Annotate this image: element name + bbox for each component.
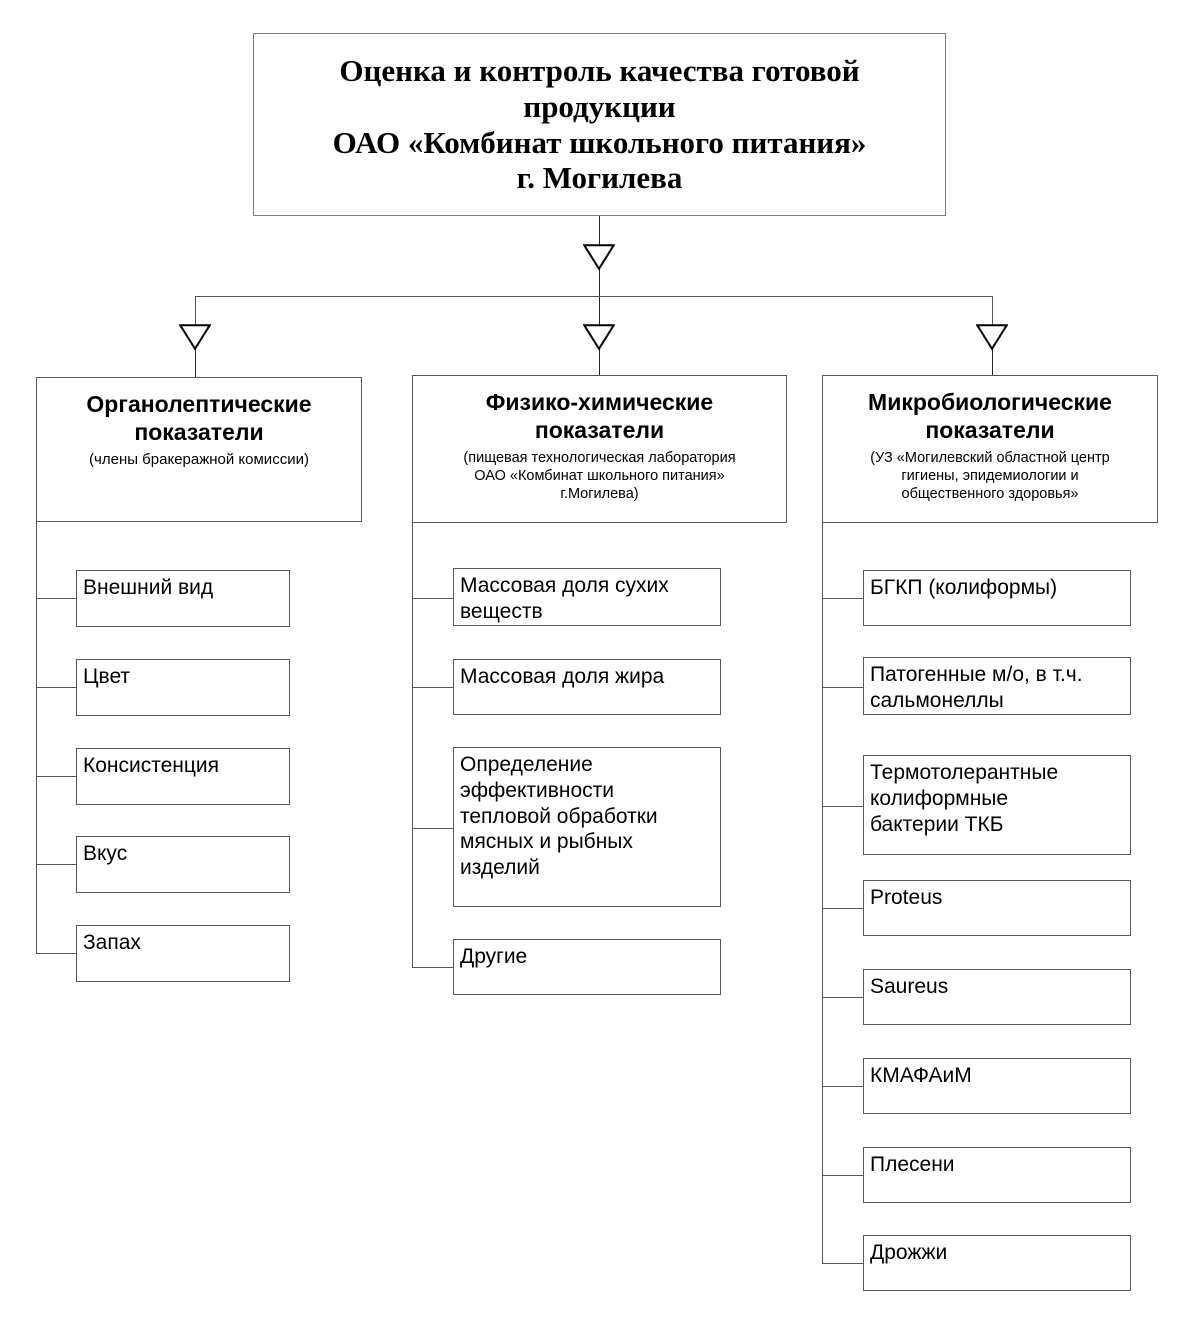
category-subtitle-organoleptic: (члены бракеражной комиссии)	[89, 451, 309, 469]
leaf-node-massovaya-dolya-suhih-veshchestv: Массовая доля сухих веществ	[453, 568, 721, 626]
leaf-label: Внешний вид	[83, 576, 214, 599]
leaf-connector-1-2	[36, 687, 77, 688]
arrowhead-branch-middle-icon	[582, 324, 616, 351]
leaf-node-cvet: Цвет	[76, 659, 290, 716]
leaf-node-konsistenciya: Консистенция	[76, 748, 290, 805]
leaf-node-zapah: Запах	[76, 925, 290, 982]
category-node-physico-chemical: Физико-химические показатели (пищевая те…	[412, 375, 787, 523]
category-subtitle-physico-chemical: (пищевая технологическая лаборатория ОАО…	[463, 450, 736, 503]
leaf-node-vneshniy-vid: Внешний вид	[76, 570, 290, 627]
leaf-label: Патогенные м/о, в т.ч. сальмонеллы	[870, 663, 1083, 712]
leaf-connector-2-3	[412, 828, 454, 829]
leaf-label: Определение эффективности тепловой обраб…	[460, 753, 658, 880]
category-subtitle-microbiological: (УЗ «Могилевский областной центр гигиены…	[870, 450, 1110, 503]
leaf-label: Консистенция	[83, 754, 220, 777]
branch-stem-left	[195, 296, 196, 328]
root-stem-upper	[599, 216, 600, 246]
leaf-connector-1-4	[36, 864, 77, 865]
branch-stem-right-lower	[992, 348, 993, 377]
leaf-connector-3-8	[822, 1263, 864, 1264]
leaf-connector-1-5	[36, 953, 77, 954]
root-stem-lower	[599, 268, 600, 328]
leaf-label: Цвет	[83, 665, 131, 688]
leaf-label: Плесени	[870, 1153, 955, 1176]
leaf-node-massovaya-dolya-zhira: Массовая доля жира	[453, 659, 721, 715]
leaf-label: Термотолерантные колиформные бактерии ТК…	[870, 761, 1059, 836]
leaf-label: Другие	[460, 945, 528, 968]
trunk-physico-chemical	[412, 523, 413, 968]
category-node-microbiological: Микробиологические показатели (УЗ «Могил…	[822, 375, 1158, 523]
leaf-label: Запах	[83, 931, 141, 954]
leaf-node-drugie: Другие	[453, 939, 721, 995]
distribution-bus	[195, 296, 993, 297]
trunk-microbiological	[822, 523, 823, 1263]
arrowhead-branch-right-icon	[975, 324, 1009, 351]
leaf-connector-3-5	[822, 997, 864, 998]
leaf-node-bgkp: БГКП (колиформы)	[863, 570, 1131, 626]
root-title: Оценка и контроль качества готовой проду…	[332, 52, 867, 196]
leaf-label: Дрожжи	[870, 1241, 948, 1264]
leaf-connector-1-3	[36, 776, 77, 777]
leaf-connector-3-3	[822, 806, 864, 807]
category-title-physico-chemical: Физико-химические показатели	[485, 389, 714, 443]
leaf-node-saureus: Saureus	[863, 969, 1131, 1025]
leaf-connector-3-6	[822, 1086, 864, 1087]
category-title-organoleptic: Органолептические показатели	[86, 391, 312, 445]
leaf-node-proteus: Proteus	[863, 880, 1131, 936]
leaf-node-opredelenie-effektivnosti: Определение эффективности тепловой обраб…	[453, 747, 721, 907]
leaf-connector-3-4	[822, 908, 864, 909]
leaf-label: Saureus	[870, 975, 949, 998]
leaf-connector-3-1	[822, 598, 864, 599]
leaf-connector-2-4	[412, 967, 454, 968]
leaf-node-vkus: Вкус	[76, 836, 290, 893]
leaf-label: КМАФАиМ	[870, 1064, 972, 1087]
category-node-organoleptic: Органолептические показатели (члены брак…	[36, 377, 362, 522]
arrowhead-branch-left-icon	[178, 324, 212, 351]
leaf-label: Массовая доля жира	[460, 665, 665, 688]
arrowhead-root-icon	[582, 244, 616, 271]
leaf-connector-2-1	[412, 598, 454, 599]
branch-stem-right	[992, 296, 993, 328]
leaf-label: Вкус	[83, 842, 128, 865]
leaf-connector-3-7	[822, 1175, 864, 1176]
leaf-label: Proteus	[870, 886, 943, 909]
category-title-microbiological: Микробиологические показатели	[868, 389, 1112, 443]
leaf-label: БГКП (колиформы)	[870, 576, 1058, 599]
leaf-node-termotolerantnye: Термотолерантные колиформные бактерии ТК…	[863, 755, 1131, 855]
trunk-organoleptic	[36, 522, 37, 954]
leaf-node-pleseni: Плесени	[863, 1147, 1131, 1203]
branch-stem-left-lower	[195, 348, 196, 377]
root-node: Оценка и контроль качества готовой проду…	[253, 33, 946, 216]
leaf-connector-2-2	[412, 687, 454, 688]
leaf-node-kmafanm: КМАФАиМ	[863, 1058, 1131, 1114]
leaf-connector-3-2	[822, 687, 864, 688]
branch-stem-middle-lower	[599, 348, 600, 377]
leaf-connector-1-1	[36, 598, 77, 599]
leaf-label: Массовая доля сухих веществ	[460, 574, 669, 623]
leaf-node-patogennye: Патогенные м/о, в т.ч. сальмонеллы	[863, 657, 1131, 715]
leaf-node-drozhzhi: Дрожжи	[863, 1235, 1131, 1291]
